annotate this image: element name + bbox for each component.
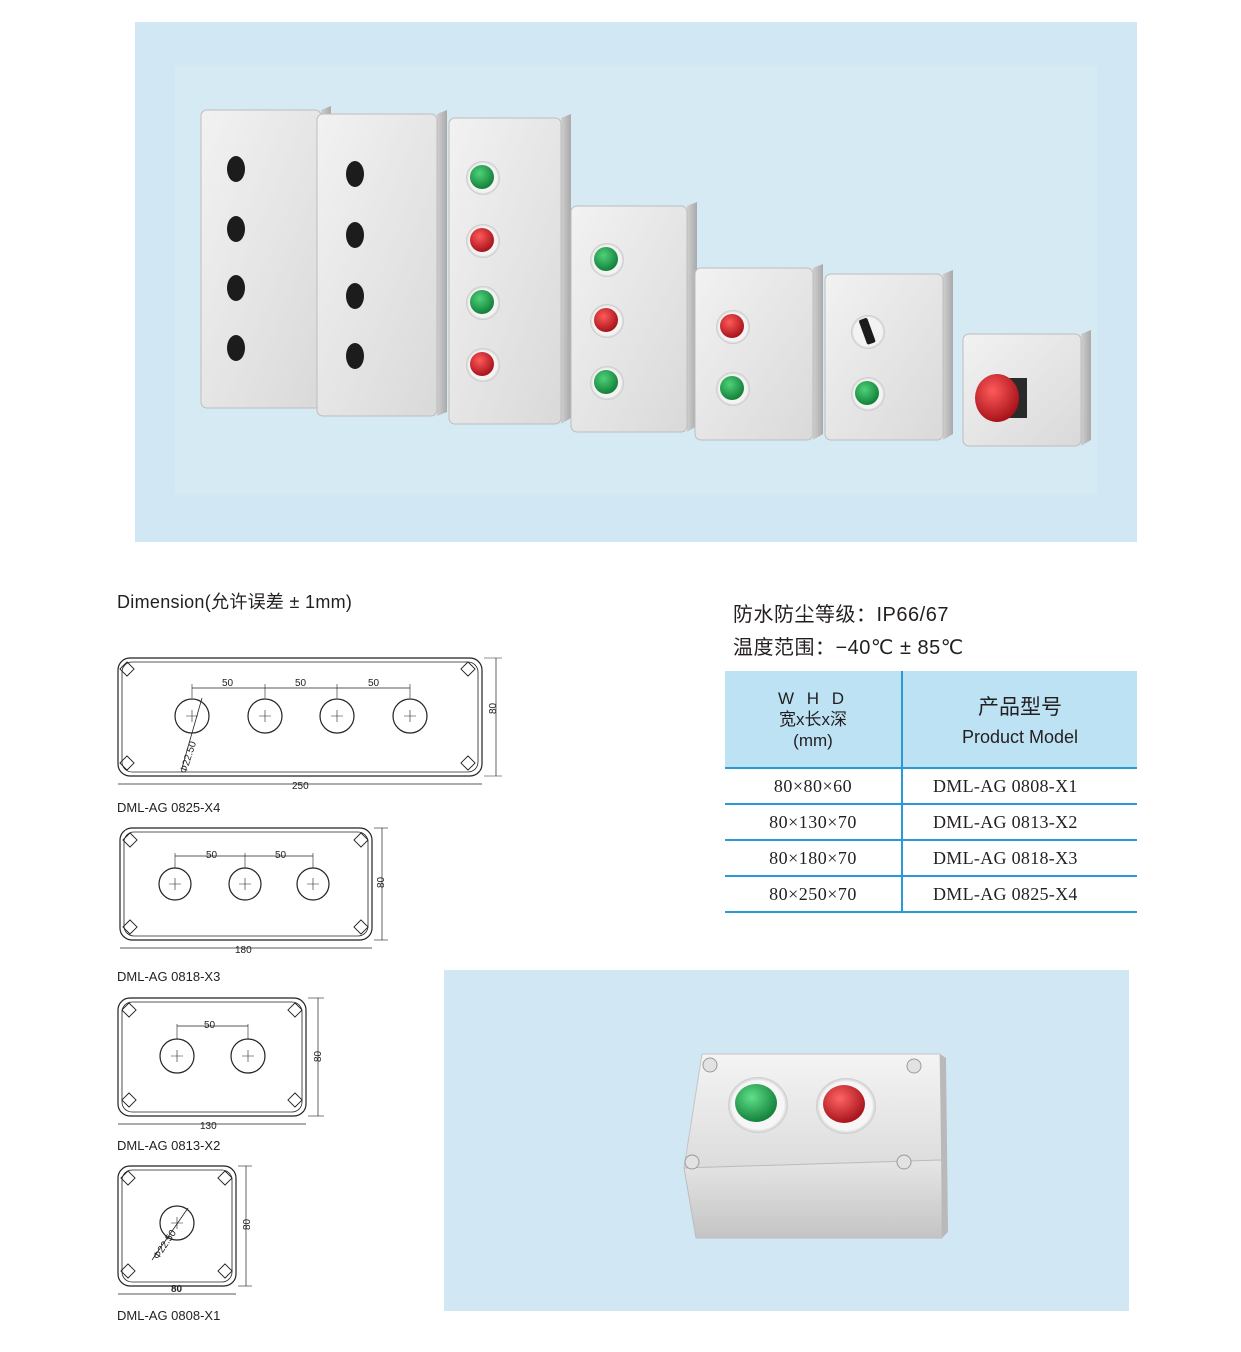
dimension-title: Dimension(允许误差 ± 1mm) — [117, 592, 353, 612]
table-row: 80×250×70 DML-AG 0825-X4 — [725, 876, 1137, 913]
dim-0808-height: 80 — [242, 1218, 253, 1230]
header-unit: (mm) — [793, 730, 833, 750]
dim-0813-height: 80 — [313, 1050, 324, 1062]
cell-model: DML-AG 0818-X3 — [902, 840, 1137, 877]
table-header-row: W H D 宽x长x深 (mm) 产品型号 Product Model — [725, 671, 1137, 769]
dimension-drawings: 50 50 50 250 80 Φ22.50 50 50 180 80 50 1… — [117, 657, 502, 1295]
dim-0825-spacing-3: 50 — [368, 678, 380, 689]
header-model-en: Product Model — [961, 726, 1079, 747]
cell-model: DML-AG 0813-X2 — [902, 804, 1137, 841]
dim-0818-height: 80 — [376, 876, 387, 888]
header-model-zh: 产品型号 — [978, 695, 1062, 719]
temperature-range: 温度范围：−40℃ ± 85℃ — [733, 637, 964, 659]
header-whd: W H D — [777, 688, 849, 708]
drawing-label-0808: DML-AG 0808-X1 — [117, 1308, 221, 1323]
table-row: 80×180×70 DML-AG 0818-X3 — [725, 840, 1137, 877]
product-photo-closeup — [444, 970, 1129, 1311]
dim-0818-spacing-1: 50 — [206, 850, 218, 861]
drawing-0813-x2 — [117, 997, 324, 1125]
box-4-holes-a — [200, 106, 331, 409]
cell-size: 80×180×70 — [725, 840, 903, 877]
drawing-label-0813: DML-AG 0813-X2 — [117, 1138, 221, 1153]
ip-rating: 防水防尘等级：IP66/67 — [733, 604, 949, 626]
box-3-buttons — [570, 202, 697, 433]
dim-0808-hole: Φ22.50 — [151, 1228, 179, 1262]
box-4-holes-b — [316, 110, 447, 417]
box-selector-button — [824, 270, 953, 441]
drawing-0825-x4 — [117, 657, 502, 785]
dim-0808-width: 80 — [171, 1284, 183, 1295]
drawing-0818-x3 — [119, 827, 388, 949]
dim-0825-spacing-2: 50 — [295, 678, 307, 689]
dim-0825-spacing-1: 50 — [222, 678, 234, 689]
dim-0825-width: 250 — [292, 781, 309, 792]
box-4-buttons — [448, 114, 571, 425]
table-row: 80×80×60 DML-AG 0808-X1 — [725, 768, 1137, 805]
dim-0825-hole: Φ22.50 — [178, 740, 199, 775]
cell-size: 80×80×60 — [725, 768, 903, 805]
cell-size: 80×130×70 — [725, 804, 903, 841]
dim-0813-width: 130 — [200, 1121, 217, 1132]
box-2-buttons — [694, 264, 823, 441]
dim-0818-width: 180 — [235, 945, 252, 956]
drawing-label-0818: DML-AG 0818-X3 — [117, 969, 221, 984]
header-size: W H D 宽x长x深 (mm) — [725, 671, 903, 769]
header-whd-zh: 宽x长x深 — [779, 709, 847, 729]
dim-0813-spacing: 50 — [204, 1020, 216, 1031]
product-lineup-illustration — [175, 66, 1097, 494]
cell-size: 80×250×70 — [725, 876, 903, 913]
dim-0825-height: 80 — [488, 702, 499, 714]
box-emergency-stop — [962, 330, 1091, 447]
header-model: 产品型号 Product Model — [902, 671, 1137, 769]
product-photo-lineup — [135, 22, 1137, 542]
table-row: 80×130×70 DML-AG 0813-X2 — [725, 804, 1137, 841]
closeup-box-illustration — [683, 1053, 948, 1239]
dim-0818-spacing-2: 50 — [275, 850, 287, 861]
cell-model: DML-AG 0825-X4 — [902, 876, 1137, 913]
model-table: W H D 宽x长x深 (mm) 产品型号 Product Model 80×8… — [725, 671, 1137, 913]
drawing-0808-x1 — [117, 1165, 252, 1295]
drawing-label-0825: DML-AG 0825-X4 — [117, 800, 221, 815]
cell-model: DML-AG 0808-X1 — [902, 768, 1137, 805]
